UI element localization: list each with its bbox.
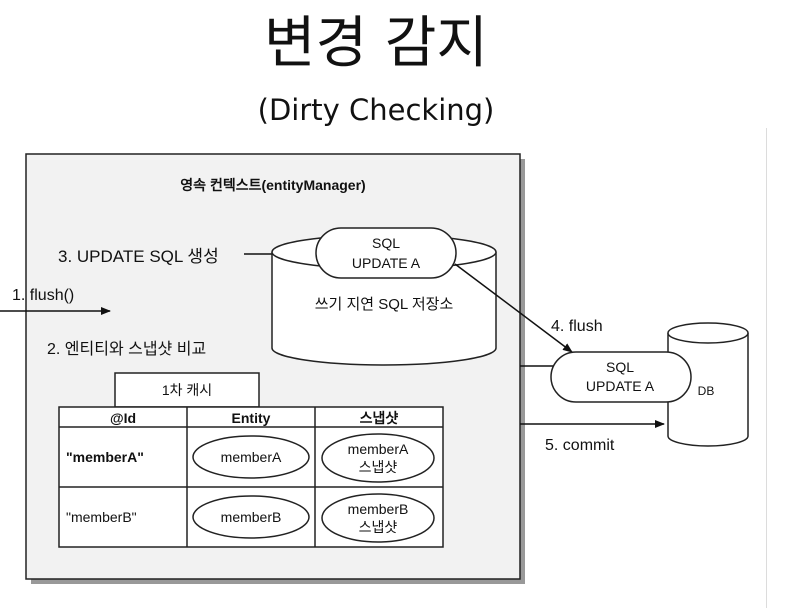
row-a-snapshot-line2: 스냅샷 <box>359 459 398 475</box>
row-a-entity: memberA <box>221 449 282 465</box>
context-label: 영속 컨텍스트(entityManager) <box>180 177 365 193</box>
flush-to-db-arrow <box>454 263 573 353</box>
header-snapshot: 스냅샷 <box>360 410 399 426</box>
row-a-entity-ellipse <box>192 435 310 479</box>
row-b-snapshot-ellipse <box>321 493 435 543</box>
divider-line <box>766 128 767 608</box>
page-subtitle: (Dirty Checking) <box>257 93 495 127</box>
row-b-entity: memberB <box>221 509 282 525</box>
sql-store-pill-line2: UPDATE A <box>352 255 421 271</box>
page-title: 변경 감지 <box>264 11 488 76</box>
sql-store-pill-line1: SQL <box>372 235 400 251</box>
cache-label: 1차 캐시 <box>162 382 212 398</box>
row-b-snapshot-line1: memberB <box>348 501 409 517</box>
db-label: DB <box>698 384 715 398</box>
db-cylinder <box>667 322 749 447</box>
step-flush-label: 4. flush <box>551 318 603 335</box>
row-a-snapshot-line1: memberA <box>348 441 409 457</box>
row-a-snapshot-ellipse <box>321 433 435 483</box>
cache-tab <box>114 372 260 408</box>
db-pill-line1: SQL <box>606 359 634 375</box>
db-pill-line2: UPDATE A <box>586 378 655 394</box>
row-b-id: "memberB" <box>66 509 137 525</box>
header-entity: Entity <box>232 410 271 426</box>
step-generate-label: 3. UPDATE SQL 생성 <box>58 247 219 266</box>
sql-store-label: 쓰기 지연 SQL 저장소 <box>315 296 454 313</box>
step-commit-label: 5. commit <box>545 437 615 454</box>
row-b-entity-ellipse <box>192 495 310 539</box>
header-id: @Id <box>110 410 136 426</box>
step-compare-label: 2. 엔티티와 스냅샷 비교 <box>47 340 206 358</box>
sql-store-pill <box>315 227 457 279</box>
step-flush-call-label: 1. flush() <box>12 287 74 304</box>
row-b-snapshot-line2: 스냅샷 <box>359 519 398 535</box>
row-a-id: "memberA" <box>66 449 144 465</box>
db-sql-pill <box>550 351 692 403</box>
